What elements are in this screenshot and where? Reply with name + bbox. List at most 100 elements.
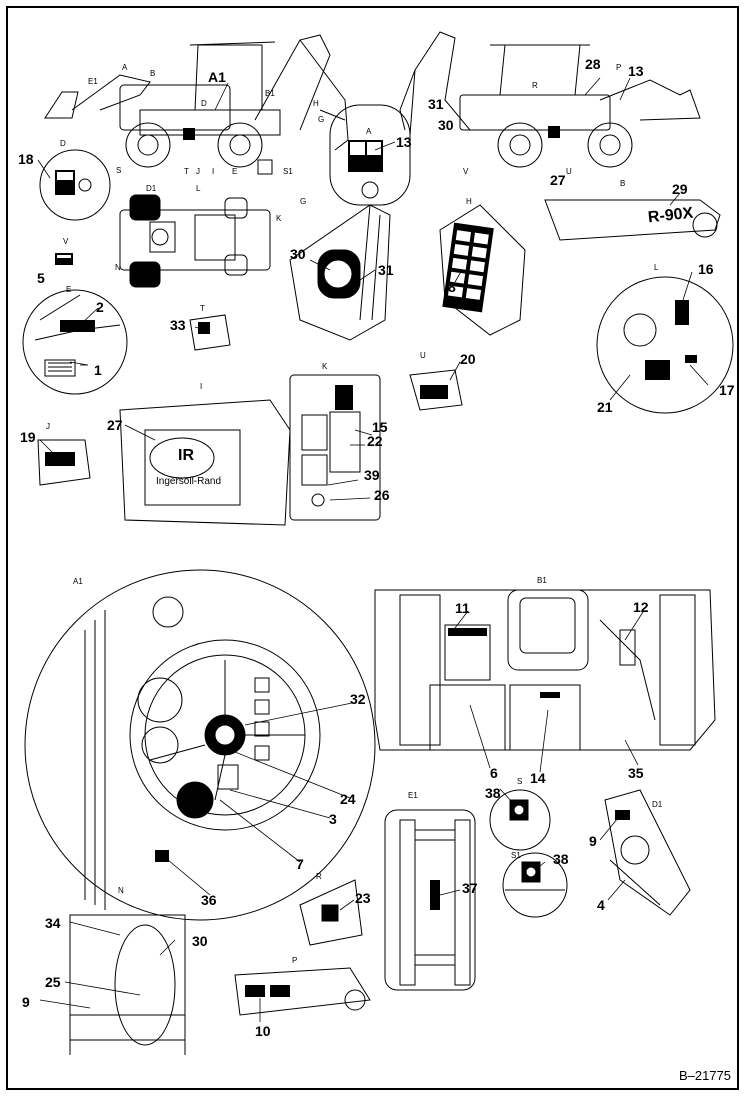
callout-17: 17 — [719, 382, 735, 398]
backhoe-right-side-view — [399, 31, 701, 168]
callout-21: 21 — [597, 399, 613, 415]
view-letter-e: E — [232, 167, 238, 176]
detail-d1-lift-arm — [604, 789, 691, 916]
label-v: V — [63, 237, 69, 246]
callout-30-g: 30 — [290, 246, 306, 262]
label-u: U — [420, 351, 426, 360]
label-h: H — [466, 197, 472, 206]
callout-36: 36 — [201, 892, 217, 908]
leader-lines — [37, 77, 709, 1022]
callout-30-top: 30 — [438, 117, 454, 133]
callout-39: 39 — [364, 467, 380, 483]
callout-29: 29 — [672, 181, 688, 197]
callout-1: 1 — [94, 362, 102, 378]
view-letter-s1: S1 — [283, 167, 293, 176]
label-d1-top: D1 — [146, 184, 157, 193]
callout-35: 35 — [628, 765, 644, 781]
label-e: E — [66, 285, 72, 294]
callout-10: 10 — [255, 1023, 271, 1039]
view-letter-d: D — [201, 99, 207, 108]
callout-34: 34 — [45, 915, 61, 931]
view-letter-v: V — [463, 167, 469, 176]
view-letter-r: R — [532, 81, 538, 90]
detail-l-circle — [596, 276, 734, 414]
view-letter-u: U — [566, 167, 572, 176]
view-letter-j: J — [196, 167, 200, 176]
callout-13-top: 13 — [628, 63, 644, 79]
callout-31-g: 31 — [378, 262, 394, 278]
callout-a1-top: A1 — [208, 69, 226, 85]
ingersoll-rand-decal-text: Ingersoll-Rand — [156, 476, 222, 487]
detail-s1 — [502, 852, 568, 918]
callout-14: 14 — [530, 770, 546, 786]
label-l-top: L — [196, 184, 201, 193]
detail-n-box — [69, 914, 186, 1041]
callout-26: 26 — [374, 487, 390, 503]
callout-9-n: 9 — [22, 994, 30, 1010]
detail-i-hood — [119, 399, 291, 526]
view-letter-b: B — [150, 69, 156, 78]
callout-5: 5 — [37, 270, 45, 286]
callout-2: 2 — [96, 299, 104, 315]
label-d1: D1 — [652, 800, 663, 809]
view-letter-a: A — [122, 63, 128, 72]
label-s: S — [517, 777, 523, 786]
view-letter-i: I — [212, 167, 215, 176]
label-b1: B1 — [537, 576, 547, 585]
callout-31-top: 31 — [428, 96, 444, 112]
label-a: A — [366, 127, 372, 136]
callout-18: 18 — [18, 151, 34, 167]
callout-4: 4 — [597, 897, 605, 913]
detail-e-circle — [22, 289, 128, 395]
detail-a1-circle — [24, 569, 376, 921]
page-border — [6, 6, 739, 1090]
callout-38-s1: 38 — [553, 851, 569, 867]
callout-9-d1: 9 — [589, 833, 597, 849]
callout-28: 28 — [585, 56, 601, 72]
label-a1: A1 — [73, 577, 83, 586]
callout-33: 33 — [170, 317, 186, 333]
callout-8: 8 — [448, 279, 456, 295]
callout-37: 37 — [462, 880, 478, 896]
callout-25: 25 — [45, 974, 61, 990]
label-i: I — [200, 382, 203, 391]
ir-logo-hood: IR — [178, 447, 194, 464]
callout-27-top: 27 — [550, 172, 566, 188]
callout-7: 7 — [296, 856, 304, 872]
label-r: R — [316, 872, 322, 881]
view-letter-g: G — [318, 115, 325, 124]
callout-16: 16 — [698, 261, 714, 277]
callout-3: 3 — [329, 811, 337, 827]
backhoe-top-view — [119, 194, 271, 288]
label-k: K — [322, 362, 328, 371]
detail-s — [489, 789, 551, 851]
model-decal-text: R-90X — [647, 204, 695, 227]
callout-13-a: 13 — [396, 134, 412, 150]
callout-11: 11 — [455, 600, 470, 616]
ir-logo-bucket: IR — [330, 263, 344, 279]
view-letter-t: T — [184, 167, 189, 176]
view-letter-s: S — [116, 166, 122, 175]
callout-38-s: 38 — [485, 785, 501, 801]
callout-12: 12 — [633, 599, 649, 615]
detail-b1-cab — [374, 589, 716, 751]
view-letter-e1: E1 — [88, 77, 98, 86]
detail-p — [234, 967, 371, 1016]
view-letter-h: H — [313, 99, 319, 108]
callout-30-n: 30 — [192, 933, 208, 949]
callout-6: 6 — [490, 765, 498, 781]
label-g: G — [300, 197, 307, 206]
view-letter-b1: B1 — [265, 89, 275, 98]
callout-24: 24 — [340, 791, 356, 807]
label-n: N — [118, 886, 124, 895]
label-s1: S1 — [511, 851, 521, 860]
label-e1: E1 — [408, 791, 418, 800]
backhoe-left-side-view — [44, 34, 349, 175]
callout-15: 15 — [372, 419, 388, 435]
detail-k-panel — [289, 374, 381, 521]
label-l: L — [654, 263, 659, 272]
detail-e1-loader-arm — [384, 809, 476, 991]
callout-32: 32 — [350, 691, 366, 707]
